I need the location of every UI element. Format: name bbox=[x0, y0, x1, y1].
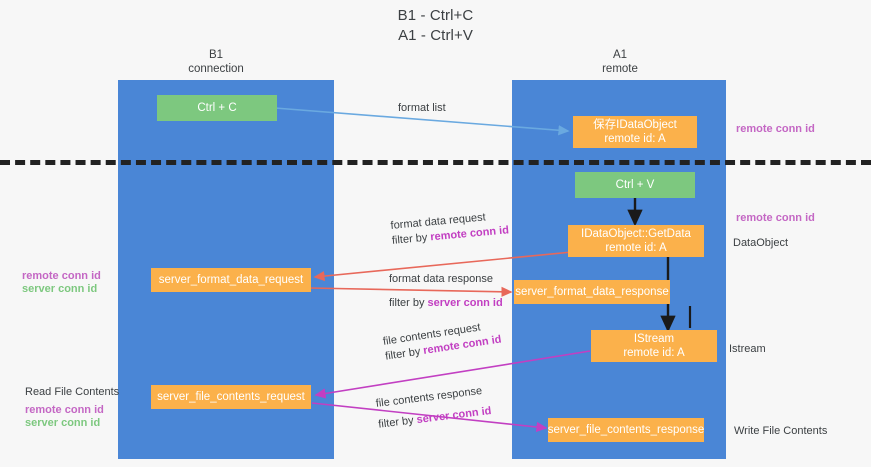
annotation-right-remote-conn-id-mid: remote conn id bbox=[736, 212, 815, 224]
node-istream-line1: IStream bbox=[633, 333, 675, 345]
edge-label-fdresp-key: server conn id bbox=[427, 297, 503, 309]
node-ctrl-c-label: Ctrl + C bbox=[197, 102, 237, 114]
node-getdata-line2: remote id: A bbox=[605, 242, 667, 254]
annotation-right-write-file-contents: Write File Contents bbox=[734, 425, 828, 437]
annotation-left-remote-conn-id-bot: remote conn id bbox=[25, 404, 104, 416]
column-header-b1-name: B1 bbox=[208, 49, 224, 61]
annotation-left-remote-conn-id-mid: remote conn id bbox=[22, 270, 101, 282]
annotation-right-dataobject: DataObject bbox=[733, 237, 789, 249]
edge-label-fdresp-prefix: filter by bbox=[389, 297, 428, 309]
edge-label-format-data-response-line2: filter by server conn id bbox=[389, 296, 503, 311]
annotation-left-server-conn-id-mid: server conn id bbox=[22, 283, 98, 295]
node-server-file-contents-request-label: server_file_contents_request bbox=[157, 391, 305, 403]
edge-label-fcresp-key: server conn id bbox=[415, 404, 493, 427]
node-server-file-contents-response-label: server_file_contents_response bbox=[547, 424, 705, 436]
node-server-format-data-response[interactable]: server_format_data_response bbox=[514, 280, 670, 304]
node-getdata-line1: IDataObject::GetData bbox=[581, 228, 691, 240]
annotation-right-remote-conn-id-top: remote conn id bbox=[736, 123, 815, 135]
annotation-left-server-conn-id-bot: server conn id bbox=[25, 417, 101, 429]
node-idataobject-getdata[interactable]: IDataObject::GetData remote id: A bbox=[568, 225, 704, 257]
node-save-idataobject-line2: remote id: A bbox=[604, 133, 666, 145]
node-ctrl-c[interactable]: Ctrl + C bbox=[157, 95, 277, 121]
section-divider bbox=[0, 160, 871, 165]
edge-label-file-contents-response: file contents response filter by server … bbox=[375, 383, 492, 433]
node-save-idataobject-line1: 保存IDataObject bbox=[593, 119, 677, 131]
edge-label-fcresp-prefix: filter by bbox=[377, 414, 418, 431]
node-server-format-data-response-label: server_format_data_response bbox=[515, 286, 669, 298]
node-save-idataobject[interactable]: 保存IDataObject remote id: A bbox=[573, 116, 697, 148]
column-header-a1-sub: remote bbox=[602, 63, 638, 75]
node-server-file-contents-request[interactable]: server_file_contents_request bbox=[151, 385, 311, 409]
edge-label-format-list-text: format list bbox=[398, 102, 446, 114]
edge-label-fdreq-prefix: filter by bbox=[391, 231, 431, 247]
node-server-format-data-request[interactable]: server_format_data_request bbox=[151, 268, 311, 292]
column-header-a1: A1 remote bbox=[520, 48, 720, 76]
column-header-b1-sub: connection bbox=[188, 63, 244, 75]
node-server-format-data-request-label: server_format_data_request bbox=[158, 274, 304, 286]
title-line-1: B1 - Ctrl+C bbox=[397, 7, 474, 24]
node-istream-line2: remote id: A bbox=[623, 347, 685, 359]
edge-label-format-data-response-line1: format data response bbox=[389, 273, 493, 285]
annotation-left-read-file-contents: Read File Contents bbox=[25, 386, 120, 398]
node-istream[interactable]: IStream remote id: A bbox=[591, 330, 717, 362]
page-title: B1 - Ctrl+C A1 - Ctrl+V bbox=[0, 6, 871, 46]
annotation-right-istream: Istream bbox=[729, 343, 766, 355]
title-line-2: A1 - Ctrl+V bbox=[398, 27, 473, 44]
column-header-a1-name: A1 bbox=[612, 49, 628, 61]
edge-label-format-data-response: format data response filter by server co… bbox=[389, 272, 503, 311]
edge-label-format-list: format list bbox=[398, 101, 446, 116]
edge-label-file-contents-request: file contents request filter by remote c… bbox=[382, 318, 503, 365]
node-ctrl-v[interactable]: Ctrl + V bbox=[575, 172, 695, 198]
node-server-file-contents-response[interactable]: server_file_contents_response bbox=[548, 418, 704, 442]
node-ctrl-v-label: Ctrl + V bbox=[615, 179, 655, 191]
edge-label-format-data-request: format data request filter by remote con… bbox=[390, 208, 510, 249]
column-header-b1: B1 connection bbox=[116, 48, 316, 76]
